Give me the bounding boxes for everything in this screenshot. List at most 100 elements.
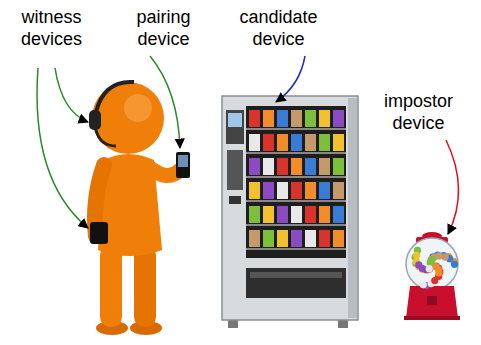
gumball-machine <box>435 269 442 276</box>
vending-machine <box>348 98 357 318</box>
leader-arrow <box>37 56 458 234</box>
vending-machine <box>305 206 316 223</box>
vending-machine <box>291 110 302 127</box>
phone <box>176 152 190 178</box>
vending-machine <box>305 134 316 151</box>
vending-machine <box>277 182 288 199</box>
vending-machine <box>227 150 243 190</box>
vending-machine <box>249 182 260 199</box>
vending-machine <box>246 106 346 258</box>
vending-machine <box>263 182 274 199</box>
vending-machine <box>291 206 302 223</box>
callout-label: impostor device <box>371 90 466 134</box>
vending-machine <box>277 230 288 247</box>
vending-machine <box>277 206 288 223</box>
vending-machine <box>277 110 288 127</box>
belt-device <box>90 222 108 244</box>
vending-machine <box>249 134 260 151</box>
vending-machine <box>249 206 260 223</box>
headset <box>96 82 134 112</box>
gumball-machine <box>420 281 427 288</box>
gumball-machine <box>441 253 448 260</box>
callout-label: witness devices <box>4 6 99 50</box>
phone <box>176 152 190 178</box>
vending-machine <box>319 158 330 175</box>
leader-arrow <box>276 56 305 102</box>
vending-machine <box>305 182 316 199</box>
vending-machine <box>319 134 330 151</box>
vending-machine <box>246 200 346 202</box>
leader-arrow <box>150 56 180 148</box>
vending-machine <box>333 134 344 151</box>
vending-machine <box>333 206 344 223</box>
headset <box>89 82 134 146</box>
gumball-machine <box>427 296 437 305</box>
gumball-machine <box>428 256 435 263</box>
vending-machine <box>229 196 241 204</box>
gumball-machine <box>413 252 420 259</box>
vending-machine <box>319 230 330 247</box>
callout-label: pairing device <box>116 6 211 50</box>
gumball-machine <box>404 316 460 320</box>
vending-machine <box>291 230 302 247</box>
vending-machine <box>305 110 316 127</box>
vending-machine <box>222 96 358 320</box>
vending-machine <box>222 96 358 328</box>
vending-machine <box>291 134 302 151</box>
vending-machine <box>305 158 316 175</box>
gumball-machine <box>431 277 438 284</box>
vending-machine <box>263 206 274 223</box>
vending-machine <box>291 182 302 199</box>
vending-machine <box>319 110 330 127</box>
vending-machine <box>263 110 274 127</box>
leader-arrow <box>446 140 459 234</box>
vending-machine <box>246 152 346 154</box>
headset <box>89 110 101 130</box>
vending-machine <box>333 110 344 127</box>
vending-machine <box>226 110 244 144</box>
headset <box>96 130 116 146</box>
person-figure <box>124 94 152 122</box>
vending-machine <box>249 110 260 127</box>
vending-machine <box>228 113 242 127</box>
gumball-machine <box>426 265 433 272</box>
phone <box>178 155 188 167</box>
vending-machine <box>246 268 346 298</box>
person-figure <box>100 245 122 327</box>
vending-machine <box>277 158 288 175</box>
gumball-machine <box>451 261 458 268</box>
gumball-machine <box>415 261 422 268</box>
vending-machine <box>250 272 342 278</box>
gumball-machine <box>404 232 460 320</box>
vending-machine <box>246 224 346 226</box>
vending-machine <box>246 128 346 130</box>
vending-machine <box>277 134 288 151</box>
callout-label: candidate device <box>231 6 326 50</box>
gumball-machine <box>426 265 433 272</box>
belt-device <box>90 222 108 244</box>
vending-machine <box>319 206 330 223</box>
vending-machine <box>263 230 274 247</box>
leader-arrow <box>37 68 88 228</box>
gumball-machine <box>406 286 458 318</box>
person-figure <box>92 82 164 154</box>
gumball-machine <box>406 238 458 290</box>
person-figure <box>150 168 180 176</box>
vending-machine <box>263 134 274 151</box>
person-figure <box>134 245 156 327</box>
leader-arrow <box>55 68 88 122</box>
vending-machine <box>319 182 330 199</box>
vending-machine <box>246 176 346 178</box>
person-figure <box>92 82 180 335</box>
vending-machine <box>263 158 274 175</box>
vending-machine <box>246 248 346 250</box>
vending-machine <box>249 158 260 175</box>
vending-machine <box>333 158 344 175</box>
vending-machine <box>305 230 316 247</box>
vending-machine <box>333 182 344 199</box>
vending-machine <box>291 158 302 175</box>
vending-machine <box>249 230 260 247</box>
vending-machine <box>333 230 344 247</box>
